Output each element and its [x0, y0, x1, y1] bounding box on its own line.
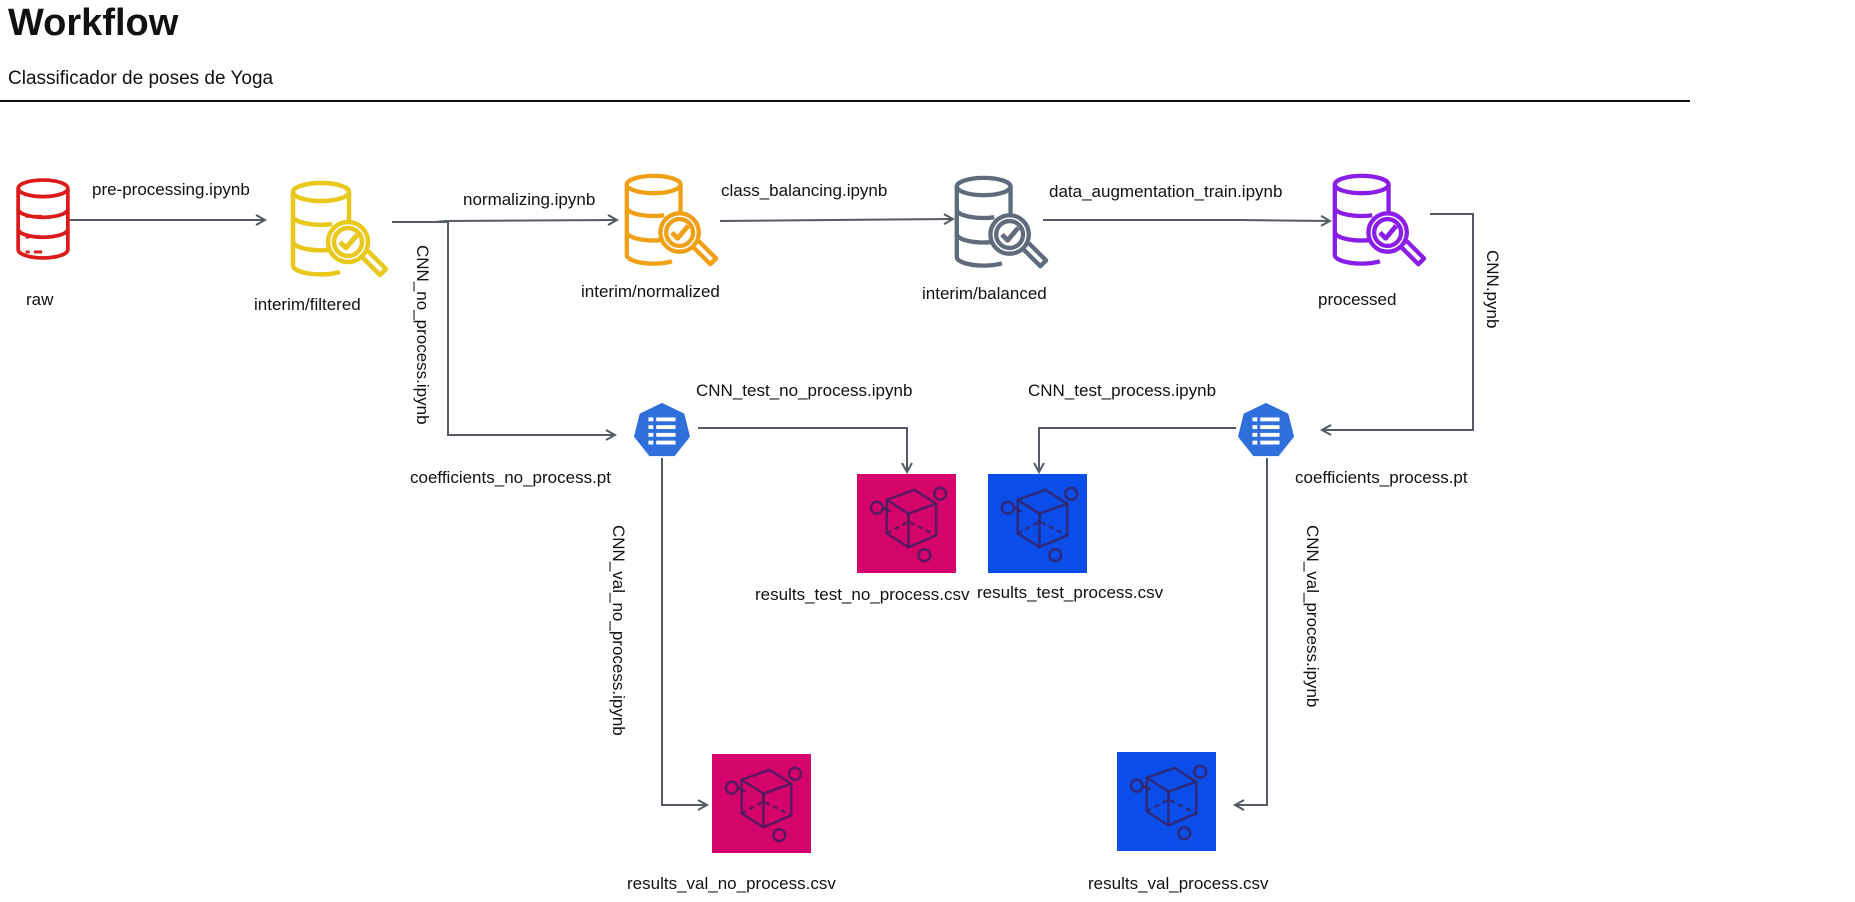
coefficients-process-label: coefficients_process.pt	[1295, 468, 1468, 487]
edge-cnn-val-process	[1235, 458, 1268, 805]
interim-normalized-label: interim/normalized	[581, 282, 720, 301]
edge-cnn-val-no-process	[661, 458, 707, 805]
header-divider	[0, 100, 1690, 102]
normalized-database-search-icon	[627, 176, 716, 264]
edge-cnn-test-process	[1039, 427, 1236, 472]
raw-database-icon	[18, 180, 68, 258]
edge-class-balancing	[719, 219, 953, 221]
edge-cnn-no-process	[430, 221, 615, 435]
edge-label-cnn-val-no-process: CNN_val_no_process.ipynb	[609, 525, 628, 736]
edge-data-augmentation	[1043, 220, 1330, 221]
processed-database-search-icon	[1335, 176, 1424, 264]
interim-balanced-label: interim/balanced	[922, 284, 1047, 303]
edge-label-normalizing: normalizing.ipynb	[463, 190, 595, 209]
results-val-process-cube-icon	[1117, 752, 1216, 851]
edge-label-class-balancing: class_balancing.ipynb	[721, 181, 887, 200]
results-test-process-cube-icon	[988, 474, 1087, 573]
edge-normalizing	[392, 220, 617, 222]
filtered-database-search-icon	[293, 183, 386, 275]
interim-filtered-label: interim/filtered	[254, 295, 361, 314]
raw-label: raw	[26, 290, 54, 309]
coefficients-no-process-label: coefficients_no_process.pt	[410, 468, 611, 487]
processed-label: processed	[1318, 290, 1396, 309]
results-val-process-label: results_val_process.csv	[1088, 874, 1269, 893]
edge-label-cnn-test-process: CNN_test_process.ipynb	[1028, 381, 1216, 400]
edge-cnn	[1322, 213, 1474, 430]
edge-label-data-augmentation: data_augmentation_train.ipynb	[1049, 182, 1282, 201]
coefficients-no-process-model-icon	[633, 402, 691, 457]
results-val-no-process-cube-icon	[712, 754, 811, 853]
results-test-process-label: results_test_process.csv	[977, 583, 1164, 602]
results-test-no-process-cube-icon	[857, 474, 956, 573]
edge-label-cnn-no-process: CNN_no_process.ipynb	[413, 245, 432, 425]
coefficients-process-model-icon	[1237, 402, 1295, 457]
edge-label-cnn-test-no-process: CNN_test_no_process.ipynb	[696, 381, 912, 400]
page-title: Workflow	[8, 2, 179, 44]
results-val-no-process-label: results_val_no_process.csv	[627, 874, 836, 893]
edge-cnn-test-no-process	[698, 427, 907, 472]
connectors	[68, 213, 1474, 805]
page-subtitle: Classificador de poses de Yoga	[8, 68, 274, 89]
edge-label-cnn: CNN.pynb	[1483, 250, 1502, 328]
edge-label-cnn-val-process: CNN_val_process.ipynb	[1303, 525, 1322, 707]
results-test-no-process-label: results_test_no_process.csv	[755, 585, 970, 604]
edge-label-pre-processing: pre-processing.ipynb	[92, 180, 250, 199]
balanced-database-search-icon	[957, 178, 1046, 266]
